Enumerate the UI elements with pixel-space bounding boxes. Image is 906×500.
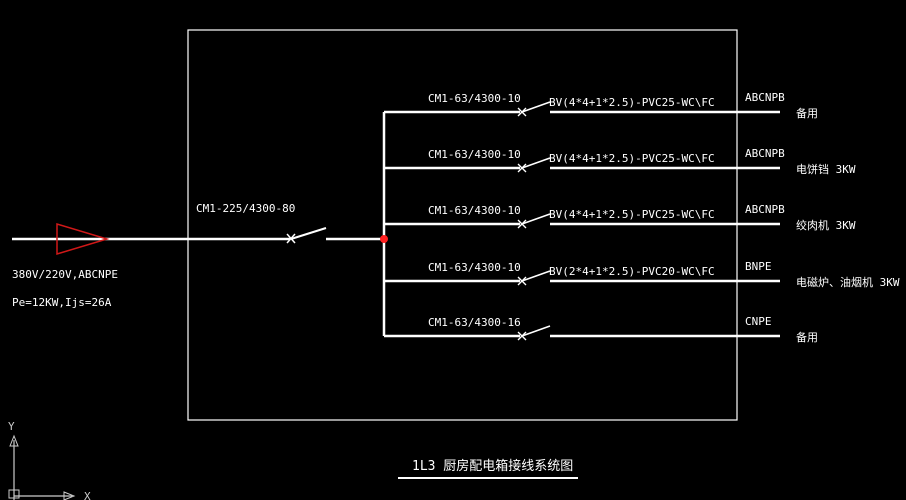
branch-row: CM1-63/4300-10 BV(2*4+1*2.5)-PVC20-WC\FC B…: [384, 260, 900, 289]
branch-phase-label: ABCNPB: [745, 147, 785, 160]
junction-dot: [380, 235, 388, 243]
main-breaker-label: CM1-225/4300-80: [196, 202, 295, 215]
incoming-arrow-icon: [56, 222, 110, 256]
branch-breaker-label: CM1-63/4300-10: [428, 92, 521, 105]
breaker-blade: [521, 325, 551, 337]
branch-breaker-label: CM1-63/4300-16: [428, 316, 521, 329]
branch-phase-label: ABCNPB: [745, 91, 785, 104]
branch-phase-label: ABCNPB: [745, 203, 785, 216]
branch-row: CM1-63/4300-10 BV(4*4+1*2.5)-PVC25-WC\FC A…: [384, 147, 856, 176]
breaker-blade: [521, 157, 551, 169]
load-calc-label: Pe=12KW,Ijs=26A: [12, 296, 112, 309]
branch-cable-label: BV(2*4+1*2.5)-PVC20-WC\FC: [549, 265, 715, 278]
branch-load-label: 绞肉机 3KW: [796, 218, 856, 232]
diagram-title: 1L3 厨房配电箱接线系统图: [412, 458, 573, 474]
ucs-y-label: Y: [8, 420, 15, 433]
branch-phase-label: BNPE: [745, 260, 772, 273]
breaker-blade: [521, 213, 551, 225]
branch-breaker-label: CM1-63/4300-10: [428, 261, 521, 274]
branch-cable-label: BV(4*4+1*2.5)-PVC25-WC\FC: [549, 96, 715, 109]
branch-row: CM1-63/4300-10 BV(4*4+1*2.5)-PVC25-WC\FC A…: [384, 203, 856, 232]
breaker-blade: [521, 270, 551, 282]
supply-voltage-label: 380V/220V,ABCNPE: [12, 268, 118, 281]
ucs-x-label: X: [84, 490, 91, 500]
branch-cable-label: BV(4*4+1*2.5)-PVC25-WC\FC: [549, 152, 715, 165]
branch-load-label: 备用: [796, 106, 818, 120]
branch-phase-label: CNPE: [745, 315, 772, 328]
branch-row: CM1-63/4300-10 BV(4*4+1*2.5)-PVC25-WC\FC A…: [384, 91, 818, 120]
branch-load-label: 电磁炉、油烟机 3KW: [796, 275, 900, 289]
branch-load-label: 备用: [796, 330, 818, 344]
branch-load-label: 电饼铛 3KW: [796, 162, 856, 176]
ucs-icon: [8, 434, 76, 500]
breaker-blade: [521, 101, 551, 113]
branch-row: CM1-63/4300-16 CNPE 备用: [384, 315, 818, 344]
main-breaker-symbol: [286, 227, 327, 244]
branch-breaker-label: CM1-63/4300-10: [428, 148, 521, 161]
branch-breaker-label: CM1-63/4300-10: [428, 204, 521, 217]
branch-cable-label: BV(4*4+1*2.5)-PVC25-WC\FC: [549, 208, 715, 221]
